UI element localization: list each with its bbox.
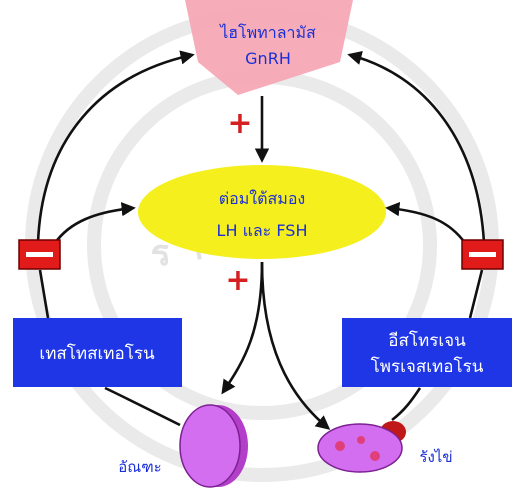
progesterone-label: โพรเจสเทอโรน bbox=[371, 356, 484, 377]
lh-fsh-label: LH และ FSH bbox=[217, 221, 308, 240]
pituitary-label: ต่อมใต้สมอง bbox=[219, 189, 305, 208]
testosterone-label: เทสโทสเทอโรน bbox=[39, 343, 155, 364]
testis-label: อัณฑะ bbox=[118, 458, 161, 476]
minus-icon-left bbox=[26, 252, 53, 257]
ovary-label: รังไข่ bbox=[419, 448, 452, 466]
hypothalamus-label: ไฮโพทาลามัส bbox=[218, 23, 316, 42]
plus-sign-gnrh: + bbox=[227, 106, 252, 141]
estrogen-label: อีสโทรเจน bbox=[388, 330, 466, 351]
plus-sign-lh-fsh: + bbox=[225, 263, 250, 298]
minus-icon-right bbox=[469, 252, 496, 257]
ovary-icon bbox=[318, 421, 406, 472]
testis-icon bbox=[180, 405, 248, 487]
pituitary-ellipse bbox=[138, 165, 386, 259]
gnrh-label: GnRH bbox=[245, 49, 291, 68]
